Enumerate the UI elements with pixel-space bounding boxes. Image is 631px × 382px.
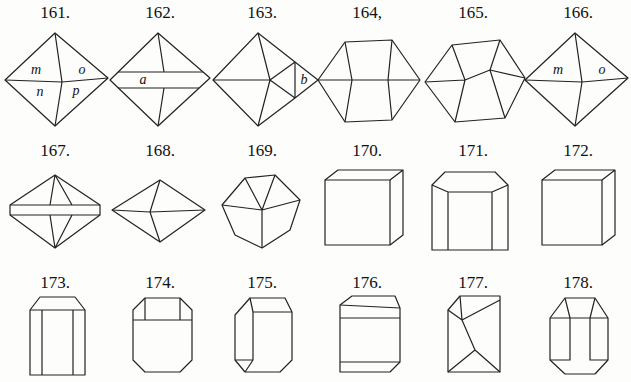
- figure-number: 176.: [352, 274, 382, 291]
- crystal-174: [133, 298, 192, 372]
- crystal-178: [550, 298, 608, 374]
- figure-number: 173.: [40, 274, 70, 291]
- crystal-175: [235, 298, 292, 372]
- figure-number: 166.: [563, 4, 593, 21]
- crystal-163: [213, 33, 318, 126]
- figure-number: 178.: [563, 274, 593, 291]
- crystal-161: [5, 33, 108, 126]
- figure-number: 175.: [247, 274, 277, 291]
- crystal-176: [340, 296, 400, 372]
- figure-number: 162.: [145, 4, 175, 21]
- face-letter: m: [553, 63, 563, 77]
- crystal-164: [318, 40, 420, 122]
- face-letter: o: [599, 63, 606, 77]
- figure-number: 168.: [145, 142, 175, 159]
- crystal-171: [432, 172, 508, 250]
- face-letter: p: [73, 84, 80, 98]
- figure-number: 164,: [352, 4, 382, 21]
- figure-number: 169.: [247, 142, 277, 159]
- face-letter: b: [301, 73, 308, 87]
- crystal-162: [110, 33, 210, 126]
- crystal-172: [542, 170, 615, 245]
- crystal-177: [448, 296, 500, 372]
- figure-number: 163.: [247, 4, 277, 21]
- crystal-169: [222, 175, 300, 248]
- figure-number: 161.: [40, 4, 70, 21]
- face-letter: m: [31, 63, 41, 77]
- figure-number: 170.: [352, 142, 382, 159]
- figure-number: 172.: [563, 142, 593, 159]
- figure-number: 165.: [458, 4, 488, 21]
- figure-number: 174.: [145, 274, 175, 291]
- crystal-173: [30, 297, 85, 375]
- figure-number: 171.: [458, 142, 488, 159]
- face-letter: a: [140, 73, 147, 87]
- crystal-166: [525, 33, 628, 126]
- figure-number: 177.: [458, 274, 488, 291]
- crystal-167: [10, 175, 100, 248]
- face-letter: n: [37, 85, 44, 99]
- crystal-168: [112, 180, 205, 242]
- face-letter: o: [79, 63, 86, 77]
- figure-number: 167.: [40, 142, 70, 159]
- crystal-165: [425, 40, 525, 122]
- crystal-170: [325, 170, 403, 245]
